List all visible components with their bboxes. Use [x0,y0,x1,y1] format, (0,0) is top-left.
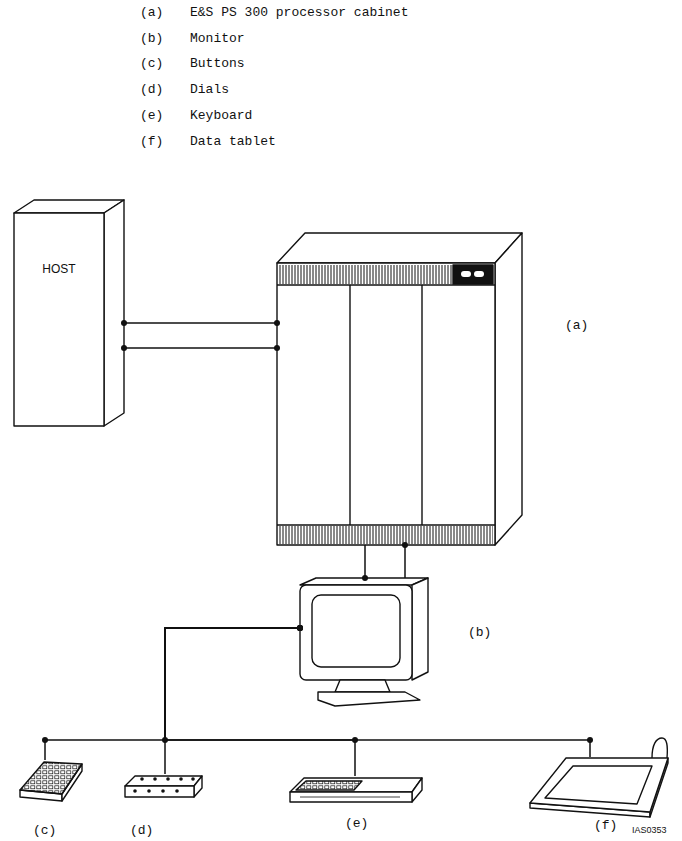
junction-dot [362,575,368,581]
data-tablet [530,738,668,817]
key-description: Monitor [190,31,245,47]
cable-line [364,545,366,578]
processor-cabinet-box: (a) [277,233,522,545]
figure-code: IAS0353 [632,825,667,836]
junction-dot [297,625,303,631]
key-letter: (d) [140,82,163,98]
cable [165,625,593,757]
cable [362,545,368,581]
cable [121,345,280,351]
junction-dot [121,345,127,351]
key-description: Keyboard [190,108,252,124]
cable-line [124,347,277,349]
cable-line [165,628,590,757]
key-description: Buttons [190,56,245,72]
callout-letter: (d) [130,823,153,839]
dials-box: (d) [122,774,204,800]
key-description: E&S PS 300 processor cabinet [190,5,408,21]
monitor-box: (b) [300,578,428,706]
key-letter: (b) [140,31,163,47]
callout-letter: (a) [565,318,588,334]
junction-dot [297,625,303,631]
key-letter: (f) [140,134,163,150]
junction-dot [274,320,280,326]
key-description: Dials [190,82,229,98]
tablet-box: (f) [528,757,670,819]
key-letter: (a) [140,5,163,21]
keyboard [290,778,422,802]
key-letter: (c) [140,56,163,72]
cable-line [165,628,355,776]
junction-dot [42,737,48,743]
button-box [20,762,82,801]
keyboard-box: (e) [288,776,424,804]
node-label: HOST [42,262,75,277]
cable [162,625,303,774]
cable-line [124,322,277,324]
callout-letter: (c) [33,823,56,839]
callout-letter: (e) [345,816,368,832]
dial-box [125,776,202,797]
processor-cabinet [277,233,522,545]
key-description: Data tablet [190,134,276,150]
junction-dot [587,737,593,743]
buttons-box: (c) [18,760,84,802]
cable-line [404,545,406,578]
junction-dot [121,320,127,326]
cable-line [165,628,300,774]
cable [402,542,408,578]
cable [165,625,358,776]
key-letter: (e) [140,108,163,124]
junction-dot [297,625,303,631]
cable [121,320,280,326]
callout-letter: (b) [468,625,491,641]
junction-dot [297,625,303,631]
junction-dot [402,542,408,548]
callout-letter: (f) [594,818,617,834]
monitor [300,578,428,706]
host-cabinet [14,200,124,426]
host-box: HOST [14,200,124,426]
junction-dot [274,345,280,351]
